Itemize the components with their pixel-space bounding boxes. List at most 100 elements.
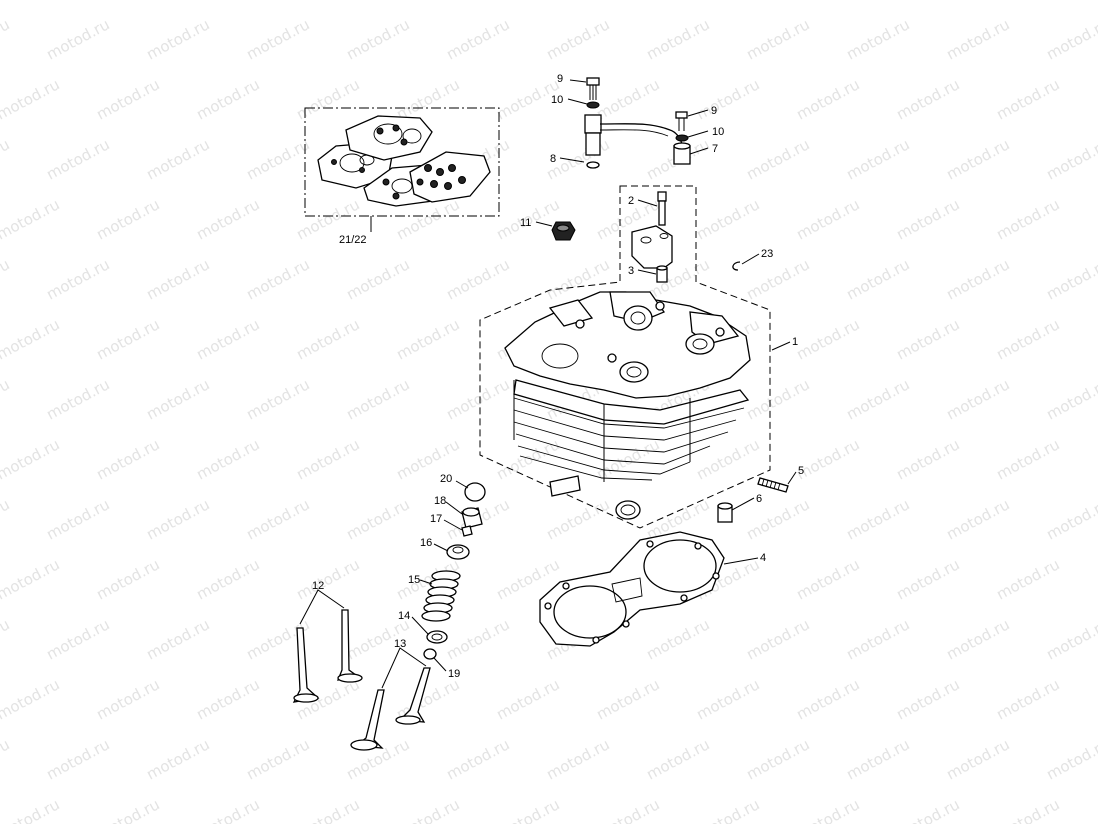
- watermark-text: motod.ru: [993, 315, 1062, 363]
- watermark-text: motod.ru: [43, 735, 112, 783]
- nut-illustration: [551, 221, 576, 241]
- watermark-text: motod.ru: [893, 675, 962, 723]
- watermark-text: motod.ru: [0, 315, 63, 363]
- watermark-text: motod.ru: [0, 675, 63, 723]
- watermark-text: motod.ru: [643, 15, 712, 63]
- watermark-text: motod.ru: [193, 675, 262, 723]
- watermark-text: motod.ru: [443, 255, 512, 303]
- watermark-text: motod.ru: [843, 375, 912, 423]
- watermark-text: motod.ru: [343, 495, 412, 543]
- watermark-text: motod.ru: [93, 435, 162, 483]
- watermark-text: motod.ru: [993, 195, 1062, 243]
- watermark-text: motod.ru: [93, 315, 162, 363]
- watermark-text: motod.ru: [693, 795, 762, 824]
- callout-15: 15: [408, 574, 420, 586]
- watermark-text: motod.ru: [793, 75, 862, 123]
- callout-5: 5: [798, 465, 804, 477]
- callout-7: 7: [712, 143, 718, 155]
- dowel-illustration: [717, 502, 733, 523]
- watermark-text: motod.ru: [243, 375, 312, 423]
- watermark-text: motod.ru: [693, 195, 762, 243]
- watermark-text: motod.ru: [0, 795, 63, 824]
- watermark-text: motod.ru: [443, 615, 512, 663]
- watermark-text: motod.ru: [43, 15, 112, 63]
- watermark-text: motod.ru: [893, 435, 962, 483]
- watermark-text: motod.ru: [993, 795, 1062, 824]
- watermark-text: motod.ru: [993, 435, 1062, 483]
- watermark-text: motod.ru: [143, 15, 212, 63]
- watermark-text: motod.ru: [0, 255, 13, 303]
- watermark-text: motod.ru: [843, 735, 912, 783]
- watermark-text: motod.ru: [743, 15, 812, 63]
- watermark-text: motod.ru: [0, 135, 13, 183]
- watermark-text: motod.ru: [93, 75, 162, 123]
- watermark-text: motod.ru: [743, 735, 812, 783]
- watermark-text: motod.ru: [1043, 495, 1098, 543]
- watermark-text: motod.ru: [393, 315, 462, 363]
- watermark-text: motod.ru: [293, 0, 362, 4]
- watermark-text: motod.ru: [843, 15, 912, 63]
- watermark-text: motod.ru: [643, 735, 712, 783]
- watermark-text: motod.ru: [193, 75, 262, 123]
- valve-guide-seals-illustration: [549, 475, 641, 520]
- watermark-text: motod.ru: [743, 375, 812, 423]
- circlip-illustration: [732, 261, 741, 271]
- watermark-text: motod.ru: [293, 795, 362, 824]
- watermark-text: motod.ru: [193, 435, 262, 483]
- watermark-text: motod.ru: [293, 435, 362, 483]
- callout-1: 1: [792, 336, 798, 348]
- watermark-text: motod.ru: [243, 495, 312, 543]
- valve-spring-assembly-illustration: [421, 482, 486, 660]
- watermark-text: motod.ru: [393, 435, 462, 483]
- watermark-text: motod.ru: [793, 0, 862, 4]
- watermark-text: motod.ru: [793, 555, 862, 603]
- callout-17: 17: [430, 513, 442, 525]
- watermark-text: motod.ru: [293, 555, 362, 603]
- watermark-text: motod.ru: [343, 255, 412, 303]
- watermark-text: motod.ru: [543, 495, 612, 543]
- watermark-text: motod.ru: [143, 735, 212, 783]
- watermark-text: motod.ru: [0, 615, 13, 663]
- watermark-text: motod.ru: [943, 15, 1012, 63]
- watermark-text: motod.ru: [93, 795, 162, 824]
- watermark-text: motod.ru: [1043, 375, 1098, 423]
- cylinder-head-illustration: [504, 291, 751, 482]
- watermark-text: motod.ru: [593, 0, 662, 4]
- watermark-text: motod.ru: [993, 555, 1062, 603]
- watermark-text: motod.ru: [493, 795, 562, 824]
- watermark-text: motod.ru: [193, 0, 262, 4]
- callout-12: 12: [312, 580, 324, 592]
- watermark-text: motod.ru: [993, 0, 1062, 4]
- watermark-text: motod.ru: [93, 195, 162, 243]
- watermark-text: motod.ru: [493, 0, 562, 4]
- callout-10-upper-left: 10: [551, 94, 563, 106]
- watermark-text: motod.ru: [43, 135, 112, 183]
- watermark-text: motod.ru: [243, 135, 312, 183]
- watermark-text: motod.ru: [0, 195, 63, 243]
- watermark-text: motod.ru: [793, 315, 862, 363]
- watermark-text: motod.ru: [693, 675, 762, 723]
- callout-16: 16: [420, 537, 432, 549]
- watermark-text: motod.ru: [243, 255, 312, 303]
- watermark-text: motod.ru: [343, 15, 412, 63]
- watermark-text: motod.ru: [93, 0, 162, 4]
- watermark-text: motod.ru: [0, 735, 13, 783]
- watermark-text: motod.ru: [793, 195, 862, 243]
- watermark-text: motod.ru: [1043, 255, 1098, 303]
- watermark-text: motod.ru: [593, 675, 662, 723]
- watermark-text: motod.ru: [743, 135, 812, 183]
- watermark-text: motod.ru: [43, 255, 112, 303]
- callout-11: 11: [520, 217, 531, 229]
- watermark-text: motod.ru: [893, 0, 962, 4]
- watermark-text: motod.ru: [843, 135, 912, 183]
- callout-4: 4: [760, 552, 766, 564]
- watermark-text: motod.ru: [43, 375, 112, 423]
- watermark-text: motod.ru: [943, 495, 1012, 543]
- callout-labels: 9 10 8 9 10 7 11 2 3 23 1 5 6 4 21/22 20…: [312, 73, 804, 680]
- watermark-text: motod.ru: [593, 795, 662, 824]
- watermark-text: motod.ru: [943, 615, 1012, 663]
- watermark-text: motod.ru: [0, 0, 63, 4]
- callout-21-22: 21/22: [339, 234, 367, 246]
